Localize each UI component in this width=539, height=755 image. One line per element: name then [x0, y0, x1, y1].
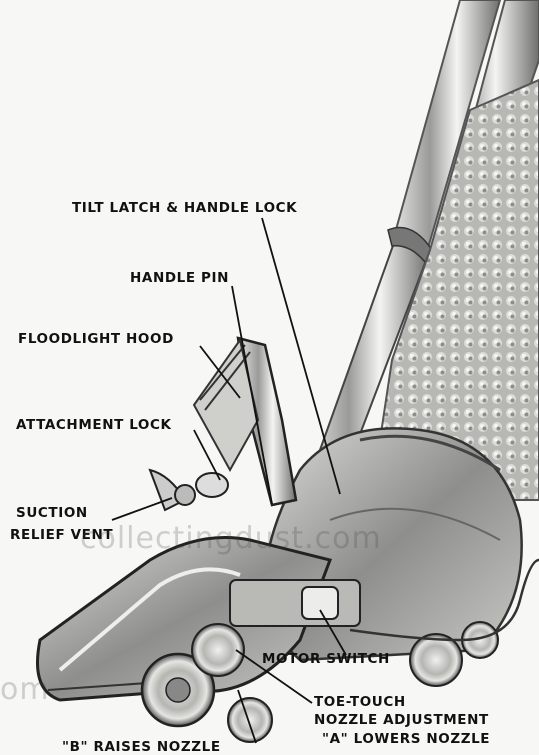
attachment-lock-part — [150, 470, 228, 510]
label-toe-touch: TOE-TOUCH — [314, 694, 406, 710]
watermark-fragment: om — [0, 672, 50, 707]
watermark: collectingdust.com — [80, 521, 382, 556]
label-motor-switch: MOTOR SWITCH — [262, 651, 390, 667]
motor-switch-part — [230, 580, 360, 626]
label-tilt-latch-handle-lock: TILT LATCH & HANDLE LOCK — [72, 200, 297, 216]
label-a-lowers-nozzle: "A" LOWERS NOZZLE — [322, 731, 490, 747]
label-attachment-lock: ATTACHMENT LOCK — [16, 417, 172, 433]
label-handle-pin: HANDLE PIN — [130, 270, 229, 286]
label-nozzle-adjustment: NOZZLE ADJUSTMENT — [314, 712, 489, 728]
label-suction-line-1: SUCTION — [16, 505, 88, 521]
label-b-raises-nozzle: "B" RAISES NOZZLE — [62, 739, 221, 755]
label-floodlight-hood: FLOODLIGHT HOOD — [18, 331, 174, 347]
